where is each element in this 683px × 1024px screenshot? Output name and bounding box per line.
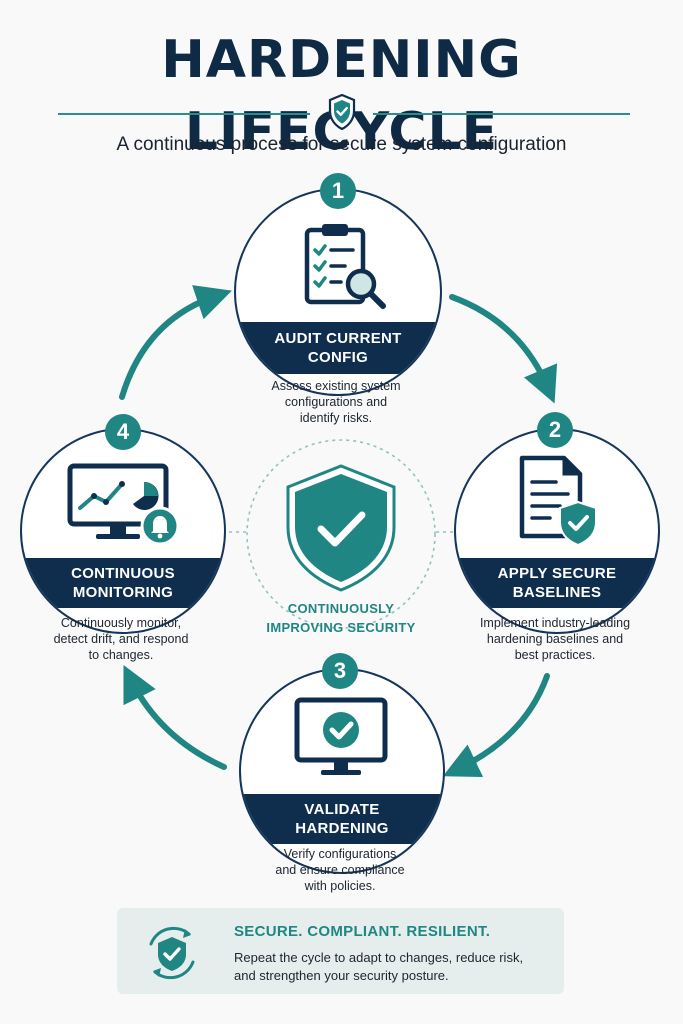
step-3-number: 3 [322, 653, 358, 689]
center-label: CONTINUOUSLY IMPROVING SECURITY [266, 601, 416, 635]
step-3-title: VALIDATE HARDENING [241, 794, 443, 844]
step-1-title: AUDIT CURRENT CONFIG [236, 322, 440, 374]
footer-callout: SECURE. COMPLIANT. RESILIENT. Repeat the… [117, 908, 564, 994]
step-1-circle: AUDIT CURRENT CONFIG [234, 188, 442, 396]
step-2-title: APPLY SECURE BASELINES [456, 558, 658, 608]
arrow-step2-to-step3 [442, 673, 550, 777]
document-shield-icon [519, 455, 597, 547]
step-3-circle: VALIDATE HARDENING [239, 668, 445, 874]
shield-cycle-icon [149, 926, 195, 980]
footer-body: Repeat the cycle to adapt to changes, re… [234, 950, 524, 983]
page-subtitle: A continuous process for secure system c… [116, 134, 567, 155]
center-dashed-ring [246, 439, 436, 629]
arrow-step4-to-step1 [119, 285, 232, 400]
step-4-title: CONTINUOUS MONITORING [22, 558, 224, 608]
footer-headline: SECURE. COMPLIANT. RESILIENT. [234, 923, 491, 940]
monitor-check-icon [294, 697, 388, 775]
step-4-description: Continuously monitor, detect drift, and … [53, 616, 189, 662]
arrow-step1-to-step2 [449, 294, 558, 404]
step-1-number: 1 [320, 173, 356, 209]
title-divider-left [58, 113, 310, 115]
arrow-step3-to-step4 [123, 664, 227, 770]
center-shield-icon [286, 464, 396, 592]
step-1-description: Assess existing system configurations an… [271, 379, 401, 425]
step-4-circle: CONTINUOUS MONITORING [20, 428, 226, 634]
title-divider-right [373, 113, 630, 115]
step-3-description: Verify configurations and ensure complia… [275, 847, 405, 893]
monitor-chart-bell-icon [67, 463, 180, 546]
step-2-number: 2 [537, 412, 573, 448]
step-4-number: 4 [105, 414, 141, 450]
step-2-circle: APPLY SECURE BASELINES [454, 428, 660, 634]
shield-check-icon [328, 94, 356, 130]
clipboard-magnifier-icon [304, 224, 386, 309]
step-2-description: Implement industry-leading hardening bas… [479, 616, 631, 662]
